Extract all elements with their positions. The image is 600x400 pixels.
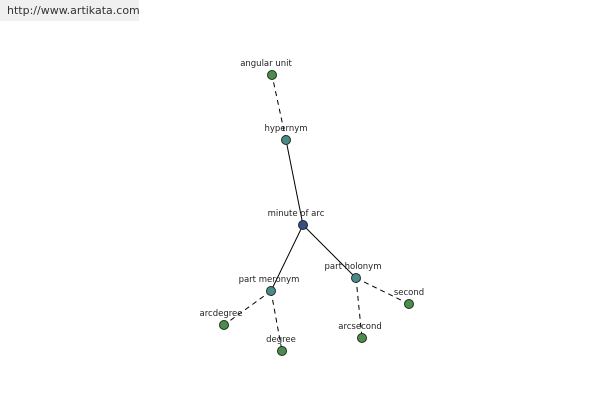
edge-minute-of-arc-to-hypernym <box>285 139 304 226</box>
node-degree[interactable] <box>277 346 287 356</box>
edges-layer <box>223 74 410 352</box>
node-part-meronym[interactable] <box>266 286 276 296</box>
edge-part-holonym-to-second <box>355 277 410 305</box>
node-arcdegree[interactable] <box>219 320 229 330</box>
node-label-angular-unit: angular unit <box>240 59 292 69</box>
node-label-arcdegree: arcdegree <box>200 309 243 319</box>
node-hypernym[interactable] <box>281 135 291 145</box>
node-label-second: second <box>394 288 424 298</box>
labels-layer: minute of arc hypernym angular unit part me… <box>200 59 425 345</box>
node-part-holonym[interactable] <box>351 273 361 283</box>
site-url-watermark: http://www.artikata.com <box>0 0 140 21</box>
node-arcsecond[interactable] <box>357 333 367 343</box>
edge-part-meronym-to-degree <box>270 290 283 352</box>
edge-hypernym-to-angular-unit <box>271 74 287 141</box>
edge-part-holonym-to-arcsecond <box>355 277 363 339</box>
node-minute-of-arc[interactable] <box>298 220 308 230</box>
node-angular-unit[interactable] <box>267 70 277 80</box>
nodes-layer <box>219 70 414 356</box>
node-label-part-holonym: part holonym <box>325 262 382 272</box>
node-label-part-meronym: part meronym <box>239 275 300 285</box>
edge-minute-of-arc-to-part-meronym <box>270 224 304 292</box>
node-label-minute-of-arc: minute of arc <box>268 209 325 219</box>
node-label-hypernym: hypernym <box>264 124 307 134</box>
edge-part-meronym-to-arcdegree <box>223 290 272 326</box>
node-label-arcsecond: arcsecond <box>338 322 382 332</box>
node-second[interactable] <box>404 299 414 309</box>
edge-minute-of-arc-to-part-holonym <box>302 224 357 279</box>
node-label-degree: degree <box>266 335 296 345</box>
